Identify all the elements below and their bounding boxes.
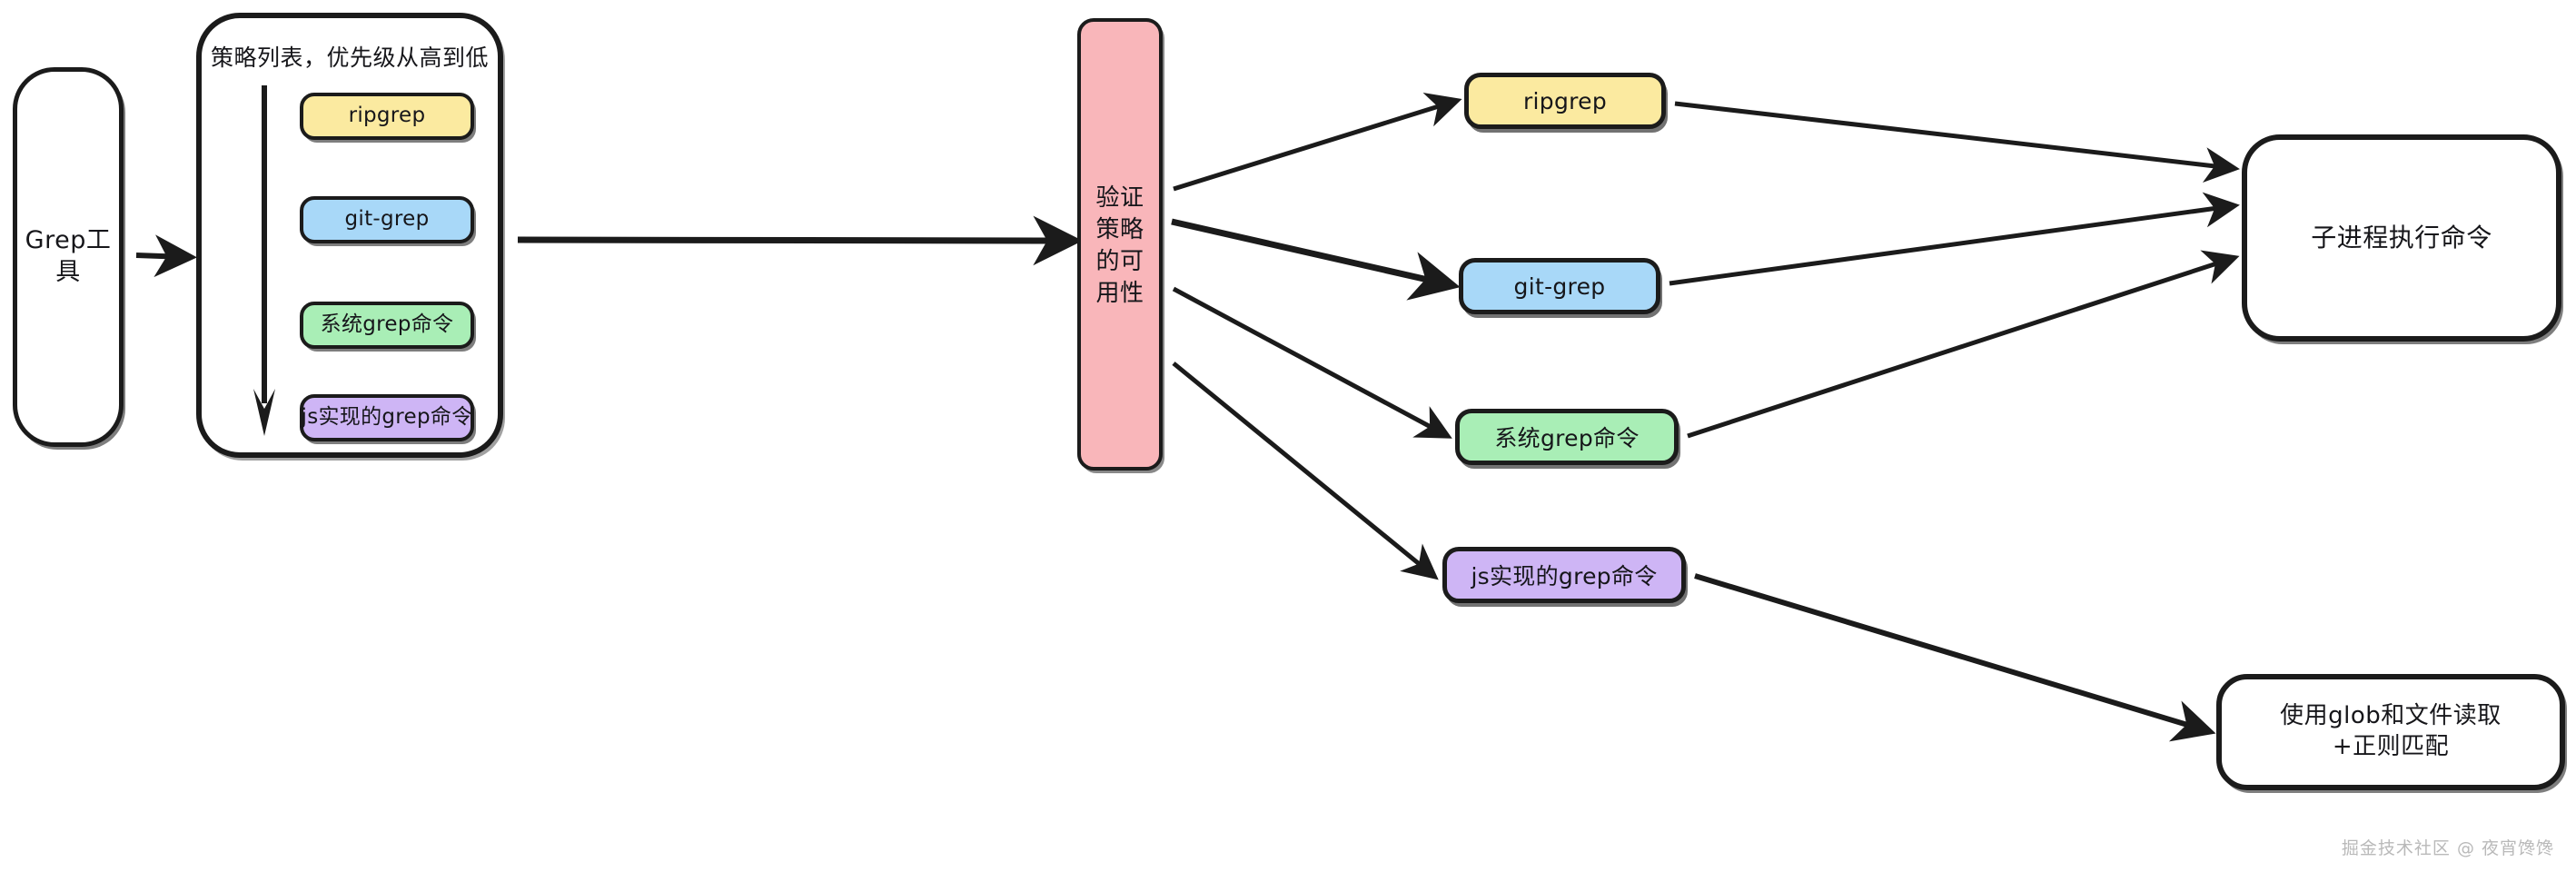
strategy-chip-git-grep-label: git-grep (344, 207, 430, 232)
result-chip-system-grep[interactable]: 系统grep命令 (1455, 409, 1679, 465)
validator-line-1: 验证 (1095, 184, 1144, 213)
result-chip-git-grep-label: git-grep (1513, 272, 1606, 300)
result-chip-ripgrep-label: ripgrep (1522, 87, 1608, 114)
arrow-gitgrep-to-exec (1669, 192, 2240, 286)
strategy-chip-js-grep[interactable]: js实现的grep命令 (300, 394, 474, 441)
validator-line-2: 策略 (1095, 216, 1144, 244)
node-strategy-list-container[interactable]: 策略列表，优先级从高到低 ripgrep git-grep 系统grep命令 j… (196, 13, 503, 458)
result-chip-git-grep[interactable]: git-grep (1459, 258, 1660, 314)
arrow-ripgrep-to-exec (1674, 101, 2240, 183)
validator-line-4: 用性 (1095, 279, 1144, 307)
result-chip-js-grep-label: js实现的grep命令 (1471, 563, 1658, 590)
node-grep-tool[interactable]: Grep工具 (13, 67, 124, 447)
arrow-jsgrep-to-glob (1694, 573, 2216, 742)
result-chip-ripgrep[interactable]: ripgrep (1464, 73, 1666, 129)
node-glob-and-regex-line2: +正则匹配 (2332, 733, 2450, 760)
node-glob-and-regex[interactable]: 使用glob和文件读取 +正则匹配 (2216, 674, 2565, 790)
strategy-chip-ripgrep[interactable]: ripgrep (300, 93, 474, 140)
node-subprocess-exec-command-label: 子进程执行命令 (2311, 223, 2492, 253)
result-chip-js-grep[interactable]: js实现的grep命令 (1442, 547, 1686, 603)
watermark: 掘金技术社区 @ 夜宵馋馋 (2341, 838, 2554, 858)
strategy-chip-git-grep[interactable]: git-grep (300, 196, 474, 243)
arrow-validator-to-jsgrep (1172, 362, 1439, 580)
arrow-sysgrep-to-exec (1687, 250, 2240, 439)
arrow-list-to-validator (517, 215, 1083, 266)
node-grep-tool-label: Grep工具 (25, 226, 112, 286)
arrow-validator-to-ripgrep (1173, 93, 1462, 192)
node-subprocess-exec-command[interactable]: 子进程执行命令 (2242, 134, 2561, 342)
strategy-chip-system-grep-label: 系统grep命令 (320, 312, 454, 337)
strategy-chip-ripgrep-label: ripgrep (348, 104, 426, 128)
validator-line-3: 的可 (1095, 248, 1144, 275)
arrow-tool-to-list (135, 234, 197, 278)
node-validate-strategy-availability[interactable]: 验证 策略 的可 用性 (1077, 18, 1163, 471)
arrow-validator-to-gitgrep (1171, 218, 1461, 301)
strategy-list-title: 策略列表，优先级从高到低 (210, 45, 489, 71)
strategy-chip-system-grep[interactable]: 系统grep命令 (300, 302, 474, 349)
node-glob-and-regex-line1: 使用glob和文件读取 (2280, 702, 2502, 730)
priority-down-arrow-icon (253, 85, 275, 436)
result-chip-system-grep-label: 系统grep命令 (1494, 425, 1640, 451)
strategy-chip-js-grep-label: js实现的grep命令 (301, 405, 473, 430)
arrow-validator-to-sysgrep (1172, 286, 1452, 439)
